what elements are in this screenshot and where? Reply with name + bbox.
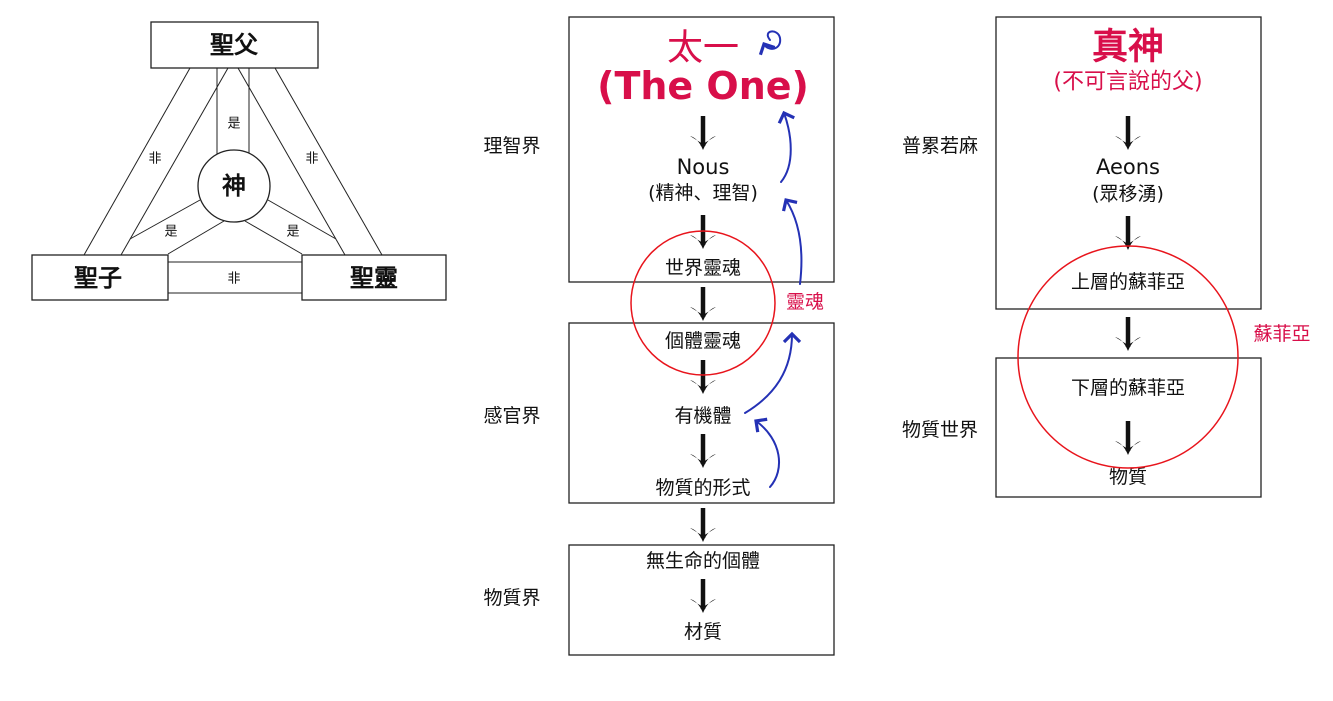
spirit-label: 聖靈 [350,264,398,292]
individual-soul-label: 個體靈魂 [665,330,741,352]
god-label: 神 [222,172,246,200]
neoplatonism-diagram: 太一 (The One) Nous (精神、理智) 世界靈魂 個體靈魂 有機體 … [483,16,835,656]
lower-sophia-label: 下層的蘇菲亞 [1071,377,1185,399]
connector-line [244,220,303,255]
material-world-label: 物質世界 [902,419,978,441]
inanimate-label: 無生命的個體 [646,550,760,572]
nous-cn-label: (精神、理智) [648,182,758,204]
pleroma-box [995,16,1262,310]
return-arrow-icon [781,198,803,285]
trinity-diagram: 聖父 聖子 聖靈 神 是 是 是 非 非 非 [31,21,447,301]
sophia-circle [1017,245,1239,469]
connector-line [129,199,201,240]
ineffable-father-label: (不可言說的父) [1053,70,1202,95]
spirit-box [301,254,447,301]
not-label: 非 [305,152,318,167]
connector-line [274,67,383,256]
father-label: 聖父 [210,31,259,59]
aeons-label: Aeons [1096,155,1160,179]
upper-sophia-label: 上層的蘇菲亞 [1071,271,1185,293]
return-arrow-icon [744,331,802,414]
father-box [150,21,319,69]
realm-sense-label: 感官界 [483,405,540,427]
down-arrow-icon [690,508,716,542]
nous-label: Nous [677,155,730,179]
connector-line [237,67,346,256]
the-one-cn: 太一 [667,28,739,69]
down-arrow-icon [1115,317,1141,351]
self-loop-arrow-icon [758,30,782,56]
connector-line [167,220,225,255]
son-box [31,254,169,301]
gnosticism-diagram: 真神 (不可言說的父) Aeons (眾移湧) 上層的蘇菲亞 下層的蘇菲亞 物質… [902,16,1311,498]
return-arrow-icon [754,417,781,488]
realm-matter-label: 物質界 [483,587,540,609]
connector-line [83,67,191,256]
son-label: 聖子 [74,264,122,292]
not-label: 非 [227,272,240,287]
organism-label: 有機體 [674,405,731,427]
world-soul-label: 世界靈魂 [665,257,741,279]
soul-circle [630,230,776,376]
realm-intellect-label: 理智界 [483,135,540,157]
matter-label: 材質 [684,621,722,643]
god-circle [197,149,271,223]
material-form-label: 物質的形式 [655,477,750,499]
connector-line [120,67,229,256]
not-label: 非 [148,152,161,167]
down-arrow-icon [690,287,716,321]
true-god-label: 真神 [1092,27,1164,68]
matter-label: 物質 [1109,466,1147,488]
sophia-label: 蘇菲亞 [1253,323,1310,345]
soul-label: 靈魂 [786,291,824,313]
aeons-cn-label: (眾移湧) [1092,183,1164,205]
pleroma-label: 普累若麻 [902,135,978,157]
is-label: 是 [286,225,299,240]
is-label: 是 [227,117,240,132]
is-label: 是 [164,225,177,240]
the-one-en: (The One) [597,64,809,108]
return-arrow-icon [777,110,795,183]
connector-line [267,199,337,240]
